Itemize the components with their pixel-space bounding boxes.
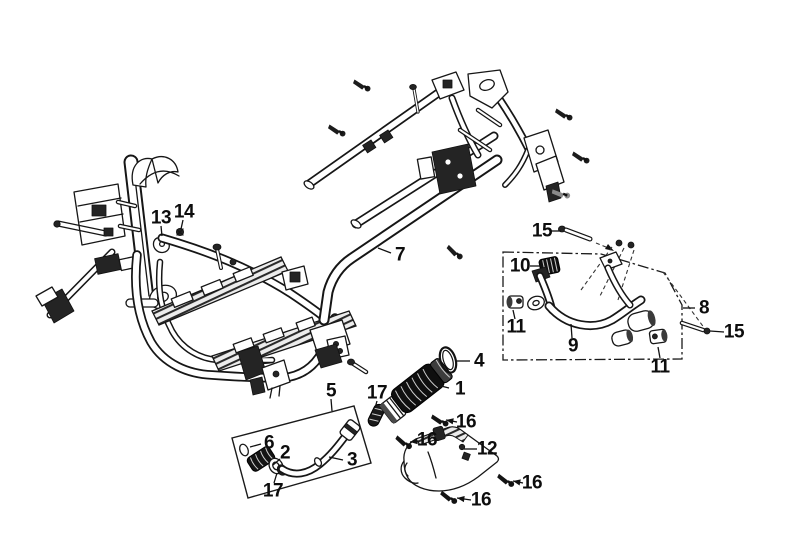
part-number-label: 12 [477,439,497,460]
part-number-label: 5 [326,381,337,402]
part-number-label: 16 [471,490,491,511]
part-callout-12: 12 [464,439,498,460]
part-callout-5: 5 [326,381,337,412]
main-stand-box [502,251,683,361]
screw-part-14 [175,227,184,236]
kickstand-lever-part-3 [278,419,361,478]
part-callout-17a: 17 [367,383,388,409]
part-number-label: 11 [650,357,670,378]
part-callout-6: 6 [249,433,275,454]
part-callout-17b: 17 [263,472,284,502]
part-number-label: 8 [699,298,709,319]
part-number-label: 7 [395,245,405,266]
part-number-label: 13 [151,208,171,229]
part-callout-11b: 11 [650,346,671,378]
part-callout-13: 13 [151,208,172,237]
part-callout-8: 8 [683,298,710,319]
part-callout-3: 3 [328,450,358,471]
part-callout-16d: 16 [456,490,492,511]
part-number-label: 17 [367,383,387,404]
part-callout-15a: 15 [532,221,561,242]
main-stand-box-group [502,225,711,361]
part-callout-10: 10 [510,256,541,277]
part-number-label: 9 [568,336,578,357]
main-stand-part-9 [527,251,656,347]
part-callout-16a: 16 [445,412,477,433]
floorboard-rails [125,233,369,399]
heat-shield-part-12 [400,425,500,492]
bolt-part-15-right [679,320,711,335]
part-number-label: 17 [263,481,283,502]
part-number-label: 2 [280,443,290,464]
bushing-part-11-right [648,328,668,345]
part-callout-14: 14 [174,202,195,230]
part-number-label: 1 [455,379,466,400]
part-number-label: 6 [264,433,274,454]
part-number-label: 16 [522,473,542,494]
part-callout-4: 4 [457,351,485,372]
rear-subframe [303,69,565,326]
clip-part-17 [367,403,385,427]
part-callout-1: 1 [436,379,466,400]
bolt-part-15-top [558,225,593,242]
part-callout-15b: 15 [709,322,745,343]
part-number-label: 11 [506,317,526,338]
clamp-ring-part-4 [438,346,458,374]
part-number-label: 4 [474,351,485,372]
bushing-part-11-left [506,295,524,309]
kickstand-box [231,405,372,499]
rubber-part-2 [246,446,276,472]
part-number-label: 16 [456,412,476,433]
part-number-label: 10 [510,256,530,277]
exhaust-boot-part-1 [379,358,453,424]
part-number-label: 3 [347,450,357,471]
floor-rail-left [151,256,289,326]
part-callout-11a: 11 [506,309,527,338]
frame-drawing [35,69,591,399]
head-tube-assembly [35,154,184,324]
rear-lower-fitting [309,319,369,375]
part-callout-16c: 16 [512,473,543,494]
part-callout-9: 9 [568,323,579,357]
part-number-label: 15 [724,322,745,343]
part-callout-7: 7 [377,245,406,266]
part-number-label: 14 [174,202,195,223]
part-number-label: 16 [417,430,437,451]
ring-part-6 [239,443,249,457]
part-callout-2: 2 [272,443,291,466]
part-number-label: 15 [532,221,553,242]
part-callout-16b: 16 [409,430,438,451]
